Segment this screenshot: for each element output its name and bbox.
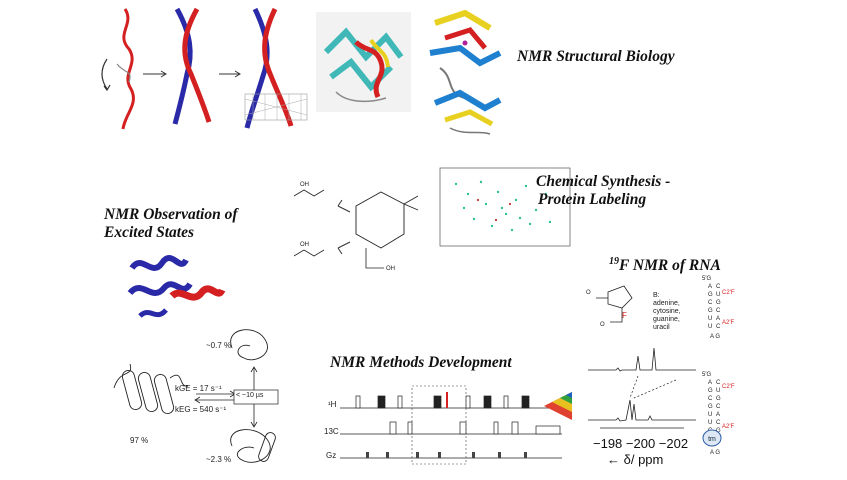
svg-text:C: C xyxy=(708,396,713,402)
svg-text:A: A xyxy=(708,284,712,290)
excited-lower-percent: ~2.3 % xyxy=(206,455,232,464)
tm-marker: tm xyxy=(702,429,722,447)
svg-text:G: G xyxy=(708,308,713,314)
svg-text:U: U xyxy=(708,316,712,322)
svg-text:U: U xyxy=(708,324,712,330)
svg-text:C: C xyxy=(716,380,721,386)
svg-text:C: C xyxy=(716,420,721,426)
svg-text:U: U xyxy=(716,292,720,298)
exchange-timescale: < ~10 µs xyxy=(236,392,264,399)
svg-text:O: O xyxy=(600,322,605,328)
svg-text:C: C xyxy=(708,300,713,306)
heading-methods-development: NMR Methods Development xyxy=(330,354,512,371)
svg-text:G: G xyxy=(716,396,721,402)
rotation-arrow-icon xyxy=(101,58,108,90)
exchange-scheme xyxy=(113,329,279,463)
excited-upper-percent: ~0.7 % xyxy=(206,341,232,350)
heading-structural-biology: NMR Structural Biology xyxy=(517,48,675,65)
svg-text:U: U xyxy=(708,412,712,418)
svg-text:C: C xyxy=(716,308,721,314)
svg-text:C2'F: C2'F xyxy=(722,290,735,296)
svg-text:G: G xyxy=(716,300,721,306)
hsqc-spectrum xyxy=(439,167,571,247)
excited-state-protein xyxy=(127,255,226,318)
svg-text:5'G: 5'G xyxy=(702,372,711,378)
svg-text:OH: OH xyxy=(386,266,395,272)
svg-text:O: O xyxy=(586,290,591,296)
tm-label: tm xyxy=(708,436,716,443)
svg-text:G: G xyxy=(708,388,713,394)
svg-text:U: U xyxy=(708,420,712,426)
svg-text:A: A xyxy=(716,412,720,418)
helix-bundle-figure xyxy=(101,7,308,130)
svg-text:A: A xyxy=(708,380,712,386)
nucleobase-list: B: adenine, cytosine, guanine, uracil xyxy=(653,292,681,331)
svg-text:OH: OH xyxy=(300,242,309,248)
rate-keg: kEG = 540 s⁻¹ xyxy=(175,405,227,414)
rate-kge: kGE = 17 s⁻¹ xyxy=(175,384,222,393)
svg-text:C2'F: C2'F xyxy=(722,384,735,390)
zinc-finger-structure xyxy=(429,9,502,135)
svg-text:A2'F: A2'F xyxy=(722,320,734,326)
svg-text:A2'F: A2'F xyxy=(722,424,734,430)
spectrum-axis-ticks: −198 −200 −202 xyxy=(593,436,689,451)
chemical-structures: OH OH OH xyxy=(293,182,419,272)
heading-chemical-synthesis-2: Protein Labeling xyxy=(538,191,647,208)
svg-text:A G: A G xyxy=(710,334,720,340)
svg-text:C: C xyxy=(716,284,721,290)
fluorinated-nucleotide: O O F xyxy=(586,285,633,328)
channel-13c-label: 13C xyxy=(324,427,339,436)
svg-text:U: U xyxy=(716,388,720,394)
heading-rna: 19F NMR of RNA xyxy=(609,253,721,275)
spectrum-axis-label: ← δ/ ppm xyxy=(607,452,664,467)
beta-barrel-structure xyxy=(316,12,411,112)
svg-text:C: C xyxy=(716,404,721,410)
heading-chemical-synthesis-1: Chemical Synthesis - xyxy=(536,173,671,190)
svg-text:5'G: 5'G xyxy=(702,276,711,282)
channel-1h-label: ¹H xyxy=(328,400,337,409)
ground-state-percent: 97 % xyxy=(130,436,149,445)
heading-rna-superscript: 19 xyxy=(609,256,619,267)
svg-text:A: A xyxy=(716,316,720,322)
pulse-sequence xyxy=(340,385,572,465)
svg-text:G: G xyxy=(708,404,713,410)
heading-excited-states-1: NMR Observation of xyxy=(104,206,238,223)
svg-text:C: C xyxy=(716,324,721,330)
fluorine-atom-label: F xyxy=(622,311,627,320)
heading-rna-text: F NMR of RNA xyxy=(619,257,721,275)
svg-text:A G: A G xyxy=(710,450,720,456)
svg-text:G: G xyxy=(716,428,721,434)
channel-gz-label: Gz xyxy=(326,451,337,460)
svg-text:OH: OH xyxy=(300,182,309,188)
svg-text:G: G xyxy=(708,292,713,298)
fluorine-spectra xyxy=(588,347,696,429)
heading-excited-states-2: Excited States xyxy=(104,224,194,241)
